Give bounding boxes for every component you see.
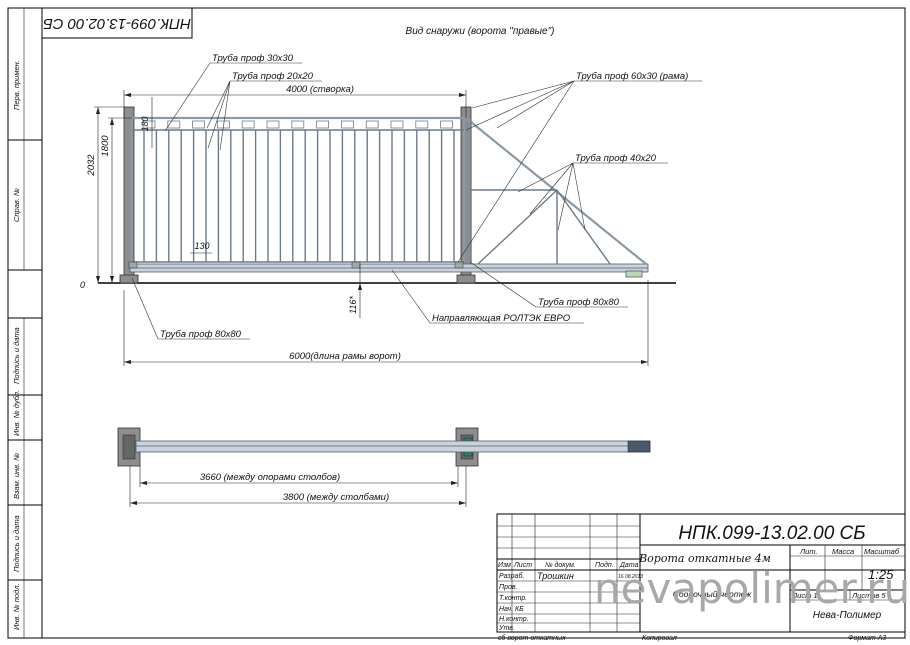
callout-tube-80x80-left: Труба проф 80x80 <box>160 329 242 340</box>
right-post <box>460 106 472 284</box>
right-post-base <box>456 274 476 284</box>
decor-square <box>390 120 404 129</box>
stamp-vzam-inv: Взам. инв. № <box>12 453 21 499</box>
dim-between-supports: 3660 (между опорами столбов) <box>200 472 340 483</box>
decor-square <box>266 120 280 129</box>
decor-square <box>291 120 305 129</box>
footer-kopiroval: Копировал <box>642 635 677 642</box>
rotated-code-box: НПК.099-13.02.00 СБ <box>41 7 193 39</box>
row-prov: Пров. <box>499 584 518 591</box>
sheets-total: Листов 5 <box>851 591 886 600</box>
col-podp: Подп. <box>595 561 614 569</box>
col-list: Лист <box>513 562 532 569</box>
callout-rail: Направляющая РОЛТЭК ЕВРО <box>432 313 571 324</box>
row-utv: Утв. <box>498 625 515 632</box>
col-massa: Масса <box>832 547 854 556</box>
callout-tube-40x20: Труба проф 40x20 <box>575 153 657 164</box>
dim-top-offset: 180 <box>140 116 150 131</box>
stamp-perv-primen: Перв. примен. <box>12 60 21 110</box>
callout-tube-30x30: Труба проф 30x30 <box>212 53 294 64</box>
top-decoration <box>142 120 454 129</box>
title-doc-type: Сборочный чертеж <box>673 589 753 599</box>
title-code: НПК.099-13.02.00 СБ <box>678 523 865 544</box>
gate-elevation <box>98 106 676 284</box>
col-lit: Лит. <box>799 547 818 556</box>
dim-between-posts: 3800 (между столбами) <box>283 492 389 503</box>
callout-tube-80x80-right: Труба проф 80x80 <box>538 297 620 308</box>
watermark: nevapolimer.ru <box>594 564 910 613</box>
stamp-podp-data-2: Подпись и дата <box>12 515 21 572</box>
decor-square <box>415 120 429 129</box>
decor-square <box>167 120 181 129</box>
decor-square <box>365 120 379 129</box>
footer-file: сб ворот откатных <box>498 634 566 642</box>
decor-square <box>192 120 206 129</box>
footer-format: Формат А3 <box>848 635 886 642</box>
razrab-date: 16.08.2013 <box>618 574 643 580</box>
side-stamp-column: Перв. примен. Справ. № Подпись и дата Ин… <box>8 8 42 638</box>
scale: 1:25 <box>868 567 894 582</box>
title-name: Ворота откатные 4м <box>638 552 771 565</box>
title-block: НПК.099-13.02.00 СБ Ворота откатные 4м С… <box>496 513 906 633</box>
row-nkontr: Н.контр. <box>499 616 529 623</box>
col-izm: Изм <box>498 562 511 569</box>
end-roller <box>625 270 643 278</box>
organization: Нева-Полимер <box>813 610 882 621</box>
rotated-code: НПК.099-13.02.00 СБ <box>43 15 191 32</box>
row-nach-kb: Нач. КБ <box>499 606 524 613</box>
dim-frame-length: 6000(длина рамы ворот) <box>289 351 401 362</box>
dim-zero: 0 <box>80 280 85 290</box>
elevation-dimensions: 4000 (створка) 2032 1800 180 130 0 116* … <box>80 84 649 366</box>
callout-tube-20x20: Труба проф 20x20 <box>232 71 314 82</box>
stamp-podp-data-1: Подпись и дата <box>12 327 21 384</box>
stamp-inv-podl: Инв. № подл. <box>12 583 21 630</box>
plan-beam <box>135 440 651 453</box>
left-post-base <box>119 274 139 284</box>
counterweight-truss <box>465 117 647 265</box>
dim-pitch: 130 <box>194 241 209 251</box>
decor-square <box>440 120 454 129</box>
sheet-number: Лист 1 <box>791 591 818 600</box>
dim-height-total: 2032 <box>86 154 97 177</box>
col-doc: № докум. <box>545 561 576 569</box>
callouts: Труба проф 30x30 Труба проф 20x20 Труба … <box>131 53 702 340</box>
view-title: Вид снаружи (ворота "правые") <box>406 26 555 37</box>
row-tkontr: Т.контр. <box>499 595 527 602</box>
stamp-sprav-no: Справ. № <box>12 188 21 222</box>
dim-height-leaf: 1800 <box>100 135 111 157</box>
vertical-bars <box>143 130 455 262</box>
stamp-inv-dubl: Инв. № дубл. <box>12 390 21 436</box>
decor-square <box>316 120 330 129</box>
razrab-name: Трошкин <box>537 571 574 581</box>
dim-leaf-width: 4000 (створка) <box>286 84 354 95</box>
col-masshtab: Масштаб <box>864 547 900 556</box>
decor-square <box>340 120 354 129</box>
col-data: Дата <box>619 562 639 569</box>
gate-plan-view: 3660 (между опорами столбов) 3800 (между… <box>117 427 651 507</box>
callout-tube-60x30: Труба проф 60x30 (рама) <box>576 71 688 82</box>
decor-square <box>142 120 156 129</box>
row-razrab: Разраб. <box>499 572 524 580</box>
decor-square <box>241 120 255 129</box>
dim-clearance: 116* <box>348 296 358 314</box>
